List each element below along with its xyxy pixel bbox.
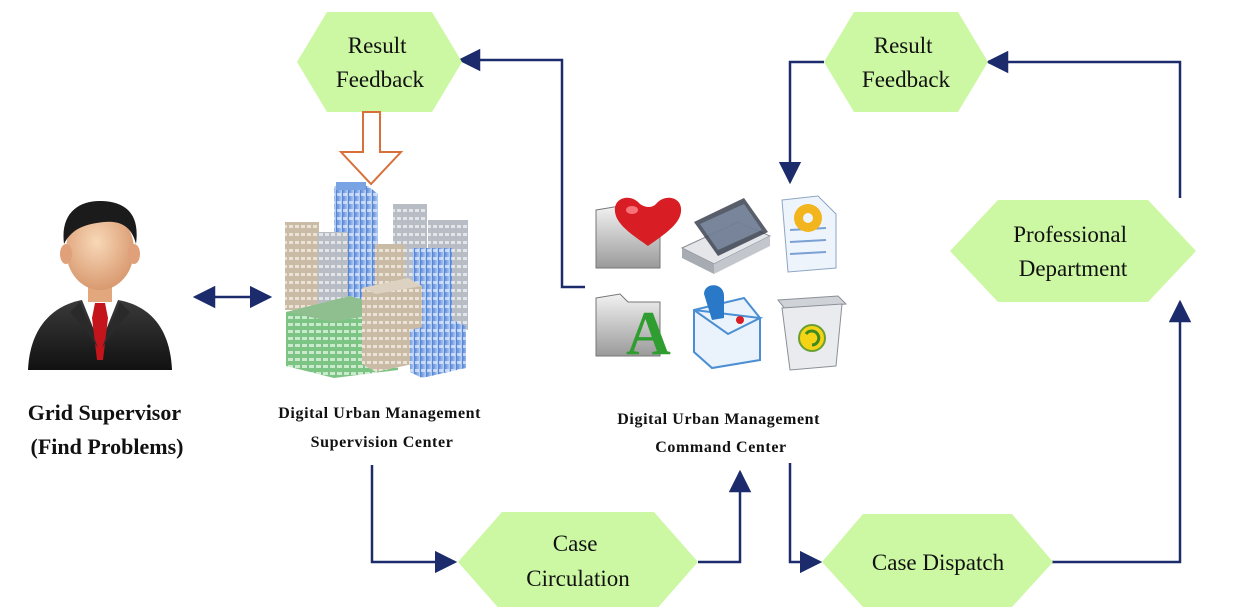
node-label-line: Circulation [526,566,630,591]
node-label-line: Result [874,33,933,58]
node-result-feedback-right: Result Feedback [824,12,988,112]
font-folder-icon: A [595,293,671,368]
caption-line: Supervision Center [311,434,454,451]
svg-text:A: A [626,300,671,368]
svg-text:Case Dispatch: Case Dispatch [872,550,1005,575]
node-professional-department: Professional Department [950,200,1196,302]
node-case-dispatch: Case Dispatch [822,514,1053,607]
businessman-avatar-icon [28,200,172,370]
caption-line: Digital Urban Management [278,405,481,422]
hexagon-shape [458,512,698,607]
svg-text:Result Feedback: Result Feedback [336,33,425,92]
hexagon-shape [824,12,988,112]
caption-line: Digital Urban Management [617,411,820,428]
connector-command-to-dispatch [788,463,823,574]
caption-line: Grid Supervisor [28,400,182,425]
settings-document-icon [781,195,837,273]
caption-line: Command Center [655,439,787,456]
hexagon-shape [950,200,1196,302]
feedback-down-arrow [338,111,404,186]
node-label-line: Feedback [336,67,425,92]
caption-supervision-center: Digital Urban Management Supervision Cen… [278,405,485,451]
connector-feedback-right-to-command [778,60,824,185]
node-label-line: Department [1019,256,1128,281]
folder-heart-icon [595,197,682,269]
svg-text:Case Circulation: Case Circulation [526,531,630,591]
svg-text:Result Feedback: Result Feedback [862,33,951,92]
connector-circulation-to-command [698,469,752,564]
connectors [192,48,1192,574]
caption-line: (Find Problems) [31,434,184,459]
scanner-icon [680,198,772,274]
node-result-feedback-left: Result Feedback [297,12,462,112]
node-case-circulation: Case Circulation [458,512,698,607]
node-label-line: Feedback [862,67,951,92]
hexagon-shape [822,514,1053,607]
recycle-bin-icon [777,295,848,371]
caption-grid-supervisor: Grid Supervisor (Find Problems) [28,400,187,459]
city-buildings-icon [285,111,468,378]
connector-command-to-feedback-left [457,48,585,289]
node-label-line: Case Dispatch [872,550,1005,575]
node-label-line: Case [553,531,598,556]
mailbox-icon [693,285,764,370]
command-center-icons: A [595,195,848,371]
connector-department-to-feedback-right [985,50,1182,198]
node-label-line: Result [348,33,407,58]
connector-supervision-to-circulation [370,465,458,574]
svg-text:Professional Department: Professional Department [1013,222,1132,281]
caption-command-center: Digital Urban Management Command Center [617,411,824,456]
connector-dispatch-to-department [1052,299,1192,564]
hexagon-shape [297,12,462,112]
node-label-line: Professional [1013,222,1127,247]
